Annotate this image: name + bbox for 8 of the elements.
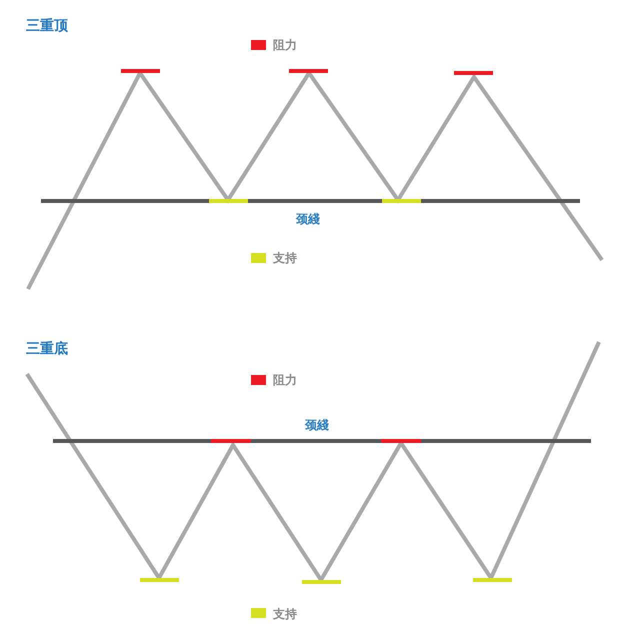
neckline-label: 颈綫	[305, 417, 329, 433]
legend-label: 阻力	[273, 37, 297, 53]
chart-heading: 三重底	[26, 341, 68, 357]
legend-label: 支持	[273, 606, 297, 622]
legend-label: 支持	[273, 250, 297, 266]
neckline-label: 颈綫	[296, 211, 320, 227]
chart-heading: 三重顶	[26, 18, 68, 34]
legend-label: 阻力	[273, 372, 297, 388]
